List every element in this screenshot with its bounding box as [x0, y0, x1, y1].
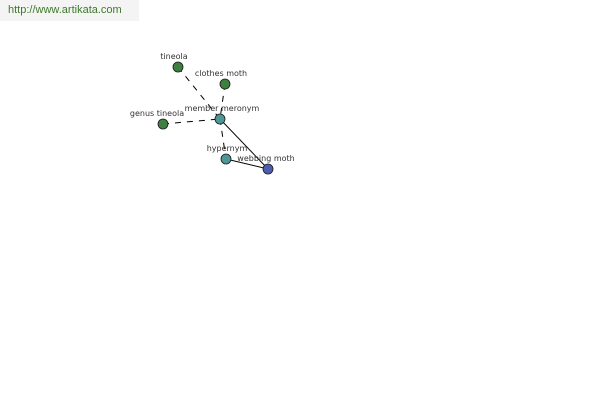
edge-genus-tineola-to-member-meronym [162, 118, 221, 125]
node-webbing-moth[interactable]: webbing moth [237, 154, 295, 175]
url-banner: http://www.artikata.com [0, 0, 139, 21]
node-circle-clothes-moth[interactable] [219, 78, 231, 90]
node-label-genus-tineola: genus tineola [130, 109, 184, 118]
node-circle-tineola[interactable] [172, 61, 184, 73]
node-label-webbing-moth: webbing moth [237, 154, 294, 163]
node-circle-hypernym[interactable] [220, 153, 232, 165]
edge-clothes-moth-to-member-meronym [219, 83, 226, 120]
node-label-member-meronym: member meronym [185, 104, 260, 113]
node-hypernym[interactable]: hypernym [207, 144, 248, 165]
node-label-hypernym: hypernym [207, 144, 248, 153]
node-genus-tineola[interactable]: genus tineola [130, 109, 184, 130]
node-circle-webbing-moth[interactable] [262, 163, 274, 175]
edge-hypernym-to-webbing-moth [225, 158, 269, 170]
node-member-meronym[interactable]: member meronym [185, 104, 260, 125]
node-label-tineola: tineola [160, 52, 187, 61]
node-clothes-moth[interactable]: clothes moth [195, 69, 247, 90]
node-tineola[interactable]: tineola [160, 52, 188, 73]
node-circle-genus-tineola[interactable] [157, 118, 169, 130]
node-circle-member-meronym[interactable] [214, 113, 226, 125]
site-url-link[interactable]: http://www.artikata.com [8, 4, 122, 16]
node-label-clothes-moth: clothes moth [195, 69, 247, 78]
graph-edges [162, 66, 269, 170]
edge-member-meronym-to-webbing-moth [219, 118, 269, 170]
